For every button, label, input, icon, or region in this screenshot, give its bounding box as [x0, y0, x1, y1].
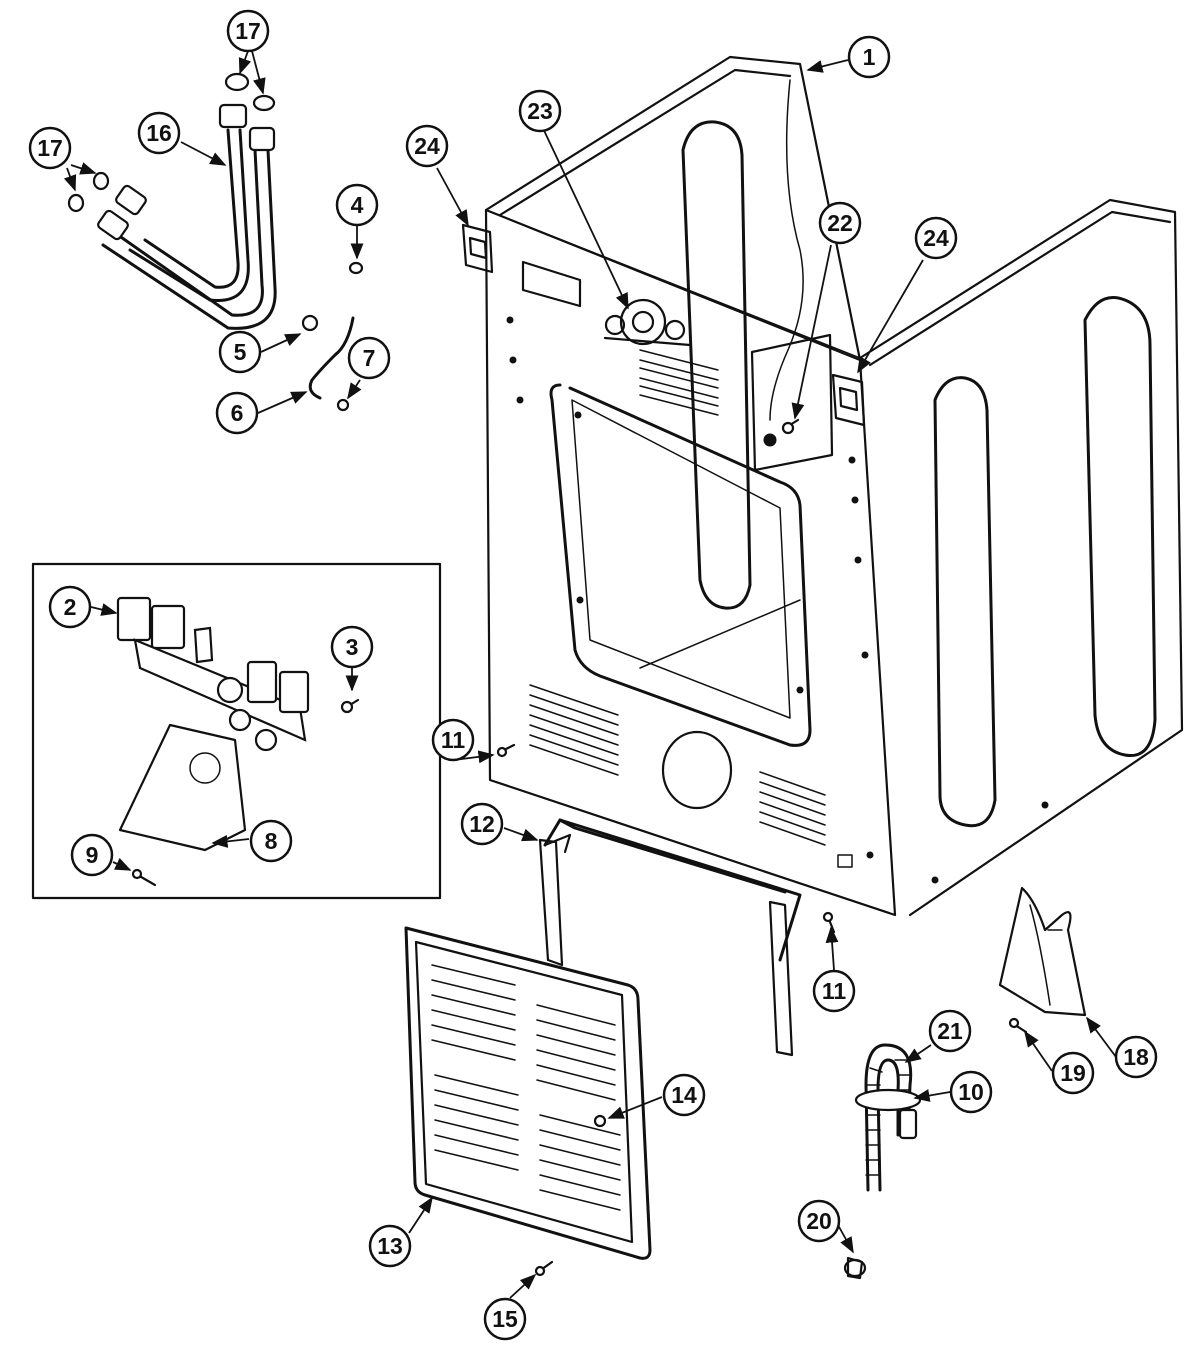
callout-9[interactable]: 9: [70, 833, 114, 877]
svg-text:20: 20: [806, 1208, 832, 1234]
svg-text:17: 17: [235, 18, 261, 44]
screw-22: [781, 418, 800, 435]
svg-text:7: 7: [363, 345, 376, 371]
bracket-24-right: [831, 373, 866, 427]
callout-24-left[interactable]: 24: [405, 124, 449, 168]
callout-13[interactable]: 13: [368, 1224, 412, 1268]
callout-5[interactable]: 5: [218, 330, 262, 374]
svg-text:11: 11: [441, 727, 466, 753]
svg-text:12: 12: [469, 811, 495, 837]
bracket-24-left: [461, 223, 494, 274]
callout-1[interactable]: 1: [847, 35, 891, 79]
callout-14[interactable]: 14: [662, 1073, 706, 1117]
svg-text:19: 19: [1060, 1060, 1086, 1086]
callout-20[interactable]: 20: [797, 1199, 841, 1243]
svg-text:22: 22: [827, 210, 853, 236]
hose-parts-4-7: [301, 261, 364, 412]
callout-8[interactable]: 8: [249, 819, 293, 863]
svg-text:15: 15: [492, 1306, 518, 1332]
callout-11-left[interactable]: 11: [431, 718, 475, 762]
drain-hose-10: [854, 1043, 922, 1192]
callout-12[interactable]: 12: [460, 802, 504, 846]
fill-hoses: [67, 72, 277, 330]
valve-inset-box: [31, 562, 442, 900]
front-panel-13: [404, 926, 652, 1260]
callout-15[interactable]: 15: [483, 1297, 527, 1341]
svg-text:18: 18: [1123, 1044, 1149, 1070]
svg-text:24: 24: [414, 133, 440, 159]
svg-text:4: 4: [351, 192, 364, 218]
svg-text:24: 24: [923, 225, 949, 251]
callout-6[interactable]: 6: [215, 391, 259, 435]
callout-21[interactable]: 21: [928, 1009, 972, 1053]
callout-3[interactable]: 3: [330, 625, 374, 669]
callout-11-right[interactable]: 11: [812, 969, 856, 1013]
leader-lines: [63, 50, 1117, 1299]
callout-17-left[interactable]: 17: [28, 126, 72, 170]
bracket-23: [603, 298, 692, 347]
svg-text:16: 16: [146, 120, 172, 146]
callout-23[interactable]: 23: [518, 89, 562, 133]
cabinet: [484, 55, 1184, 917]
callout-7[interactable]: 7: [347, 336, 391, 380]
svg-text:13: 13: [377, 1233, 403, 1259]
callout-10[interactable]: 10: [949, 1070, 993, 1114]
callout-18[interactable]: 18: [1114, 1035, 1158, 1079]
callout-16[interactable]: 16: [137, 111, 181, 155]
svg-text:10: 10: [958, 1079, 984, 1105]
callout-22[interactable]: 22: [818, 201, 862, 245]
screw-19: [1008, 1017, 1028, 1034]
callout-2[interactable]: 2: [48, 585, 92, 629]
svg-text:3: 3: [346, 634, 359, 660]
callout-24-right[interactable]: 24: [914, 216, 958, 260]
svg-text:9: 9: [86, 842, 99, 868]
svg-text:11: 11: [822, 978, 847, 1004]
svg-text:8: 8: [265, 828, 278, 854]
svg-text:17: 17: [37, 135, 63, 161]
svg-text:6: 6: [231, 400, 244, 426]
svg-text:5: 5: [234, 339, 247, 365]
screw-15: [534, 1260, 554, 1277]
callout-19[interactable]: 19: [1051, 1051, 1095, 1095]
svg-text:2: 2: [64, 594, 77, 620]
callout-4[interactable]: 4: [335, 183, 379, 227]
svg-text:21: 21: [937, 1018, 963, 1044]
cover-18: [998, 886, 1087, 1017]
callout-17-top[interactable]: 17: [226, 9, 270, 53]
base-frame-12: [538, 818, 802, 1057]
svg-text:14: 14: [671, 1082, 697, 1108]
svg-text:23: 23: [527, 98, 553, 124]
clamp-20: [843, 1256, 867, 1280]
svg-text:1: 1: [863, 44, 876, 70]
